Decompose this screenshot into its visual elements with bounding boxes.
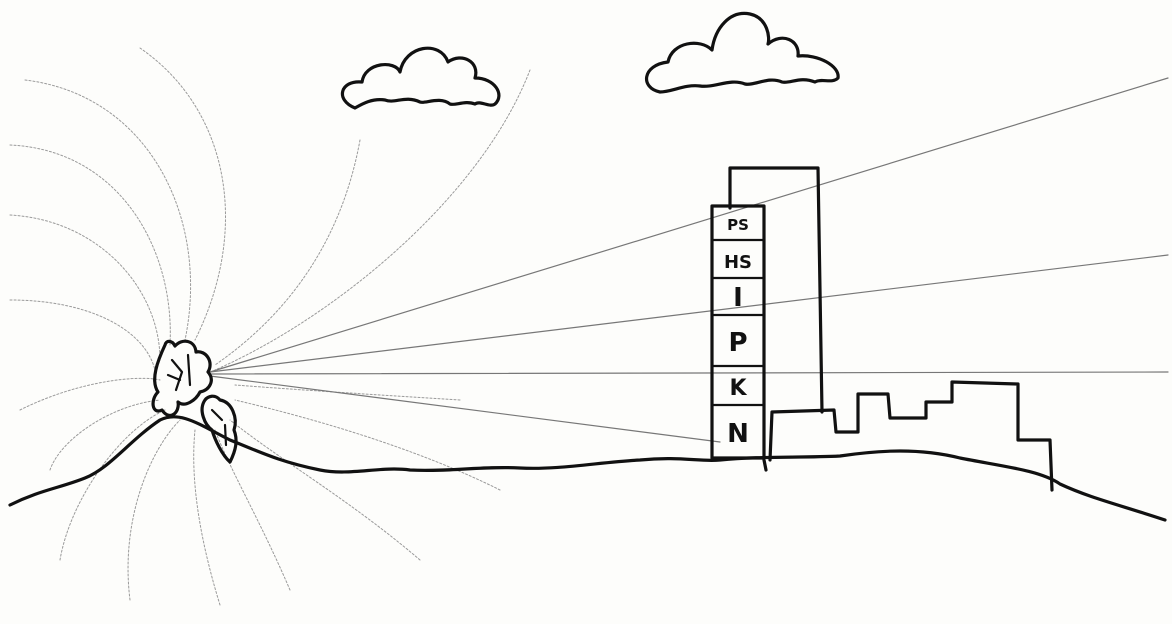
tower-labels: PS HS I P K N: [724, 216, 752, 449]
tower-label-hs: HS: [724, 252, 752, 273]
ground-line: [8, 415, 1167, 522]
city-skyline: [768, 380, 1054, 492]
cloud-right: [644, 11, 840, 94]
cloud-left: [340, 46, 501, 110]
tower-label-i: I: [733, 283, 743, 313]
tower-label-p: P: [728, 328, 747, 358]
tower-label-k: K: [729, 376, 747, 401]
pencil-sketch-arcs: [9, 47, 531, 606]
tower-label-n: N: [727, 419, 749, 449]
tower-label-ps: PS: [727, 216, 749, 234]
tree-icon: [151, 339, 238, 464]
sight-rays: [209, 77, 1169, 443]
label-tower: [710, 166, 824, 472]
